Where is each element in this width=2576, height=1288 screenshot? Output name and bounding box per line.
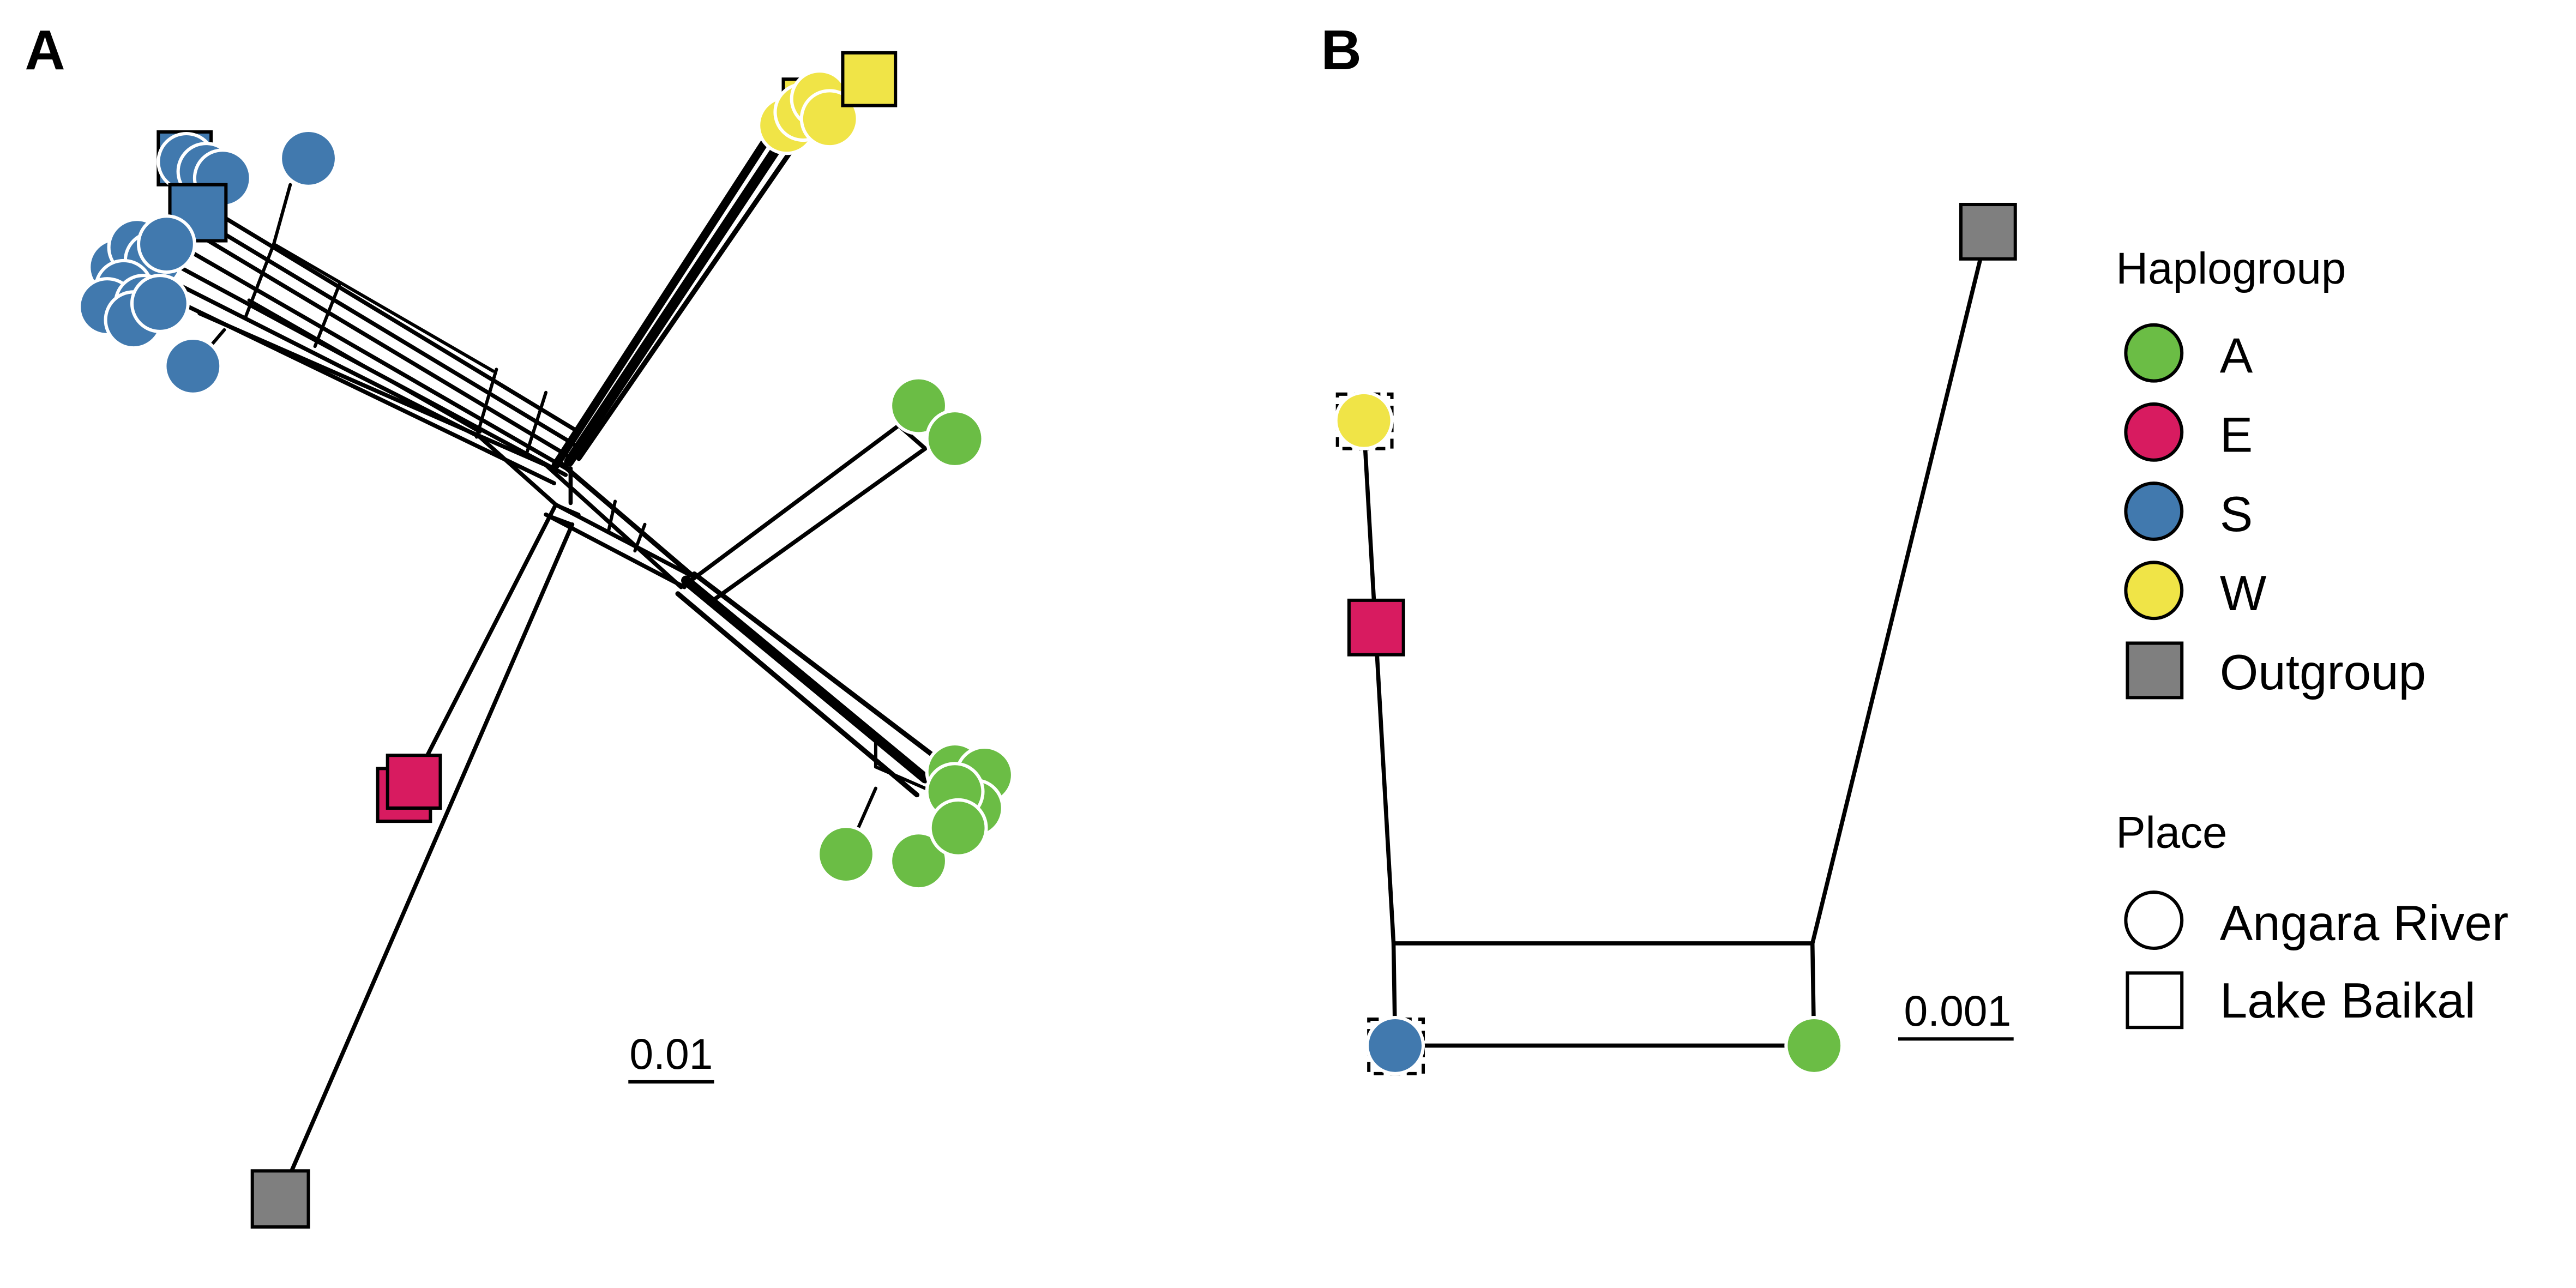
legend-item-a: A xyxy=(2124,323,2253,383)
panel-a-s-nodes xyxy=(77,128,338,396)
panel-b-edges xyxy=(1362,230,1989,1048)
legend-swatch-angara-river xyxy=(2124,890,2184,950)
legend-haplogroup-title: Haplogroup xyxy=(2116,244,2346,293)
legend-label-w: W xyxy=(2220,566,2267,621)
legend-label-a: A xyxy=(2220,328,2253,383)
legend-item-s: S xyxy=(2124,482,2253,542)
legend-item-outgroup: Outgroup xyxy=(2126,641,2426,700)
legend-haplogroup: Haplogroup A E S W Outgroup xyxy=(2116,244,2426,700)
legend-label-s: S xyxy=(2220,487,2253,542)
panel-a-w-nodes xyxy=(757,51,898,155)
legend-label-outgroup: Outgroup xyxy=(2220,645,2426,700)
panel-b: B 0.001 xyxy=(1321,19,2017,1075)
legend-label-lake-baikal: Lake Baikal xyxy=(2220,973,2476,1028)
panel-a-network-edges xyxy=(172,115,944,1203)
legend-place-title: Place xyxy=(2116,808,2227,858)
panel-a-scale-label: 0.01 xyxy=(629,1030,713,1078)
panel-a-a-nodes xyxy=(816,376,1014,891)
legend-place: Place Angara River Lake Baikal xyxy=(2116,808,2508,1030)
panel-a: A xyxy=(25,19,1014,1229)
panel-b-label: B xyxy=(1321,19,1361,81)
legend-label-e: E xyxy=(2220,408,2253,463)
panel-b-scale-label: 0.001 xyxy=(1904,987,2011,1035)
panel-a-outgroup-node xyxy=(250,1169,310,1229)
legend: Haplogroup A E S W Outgroup xyxy=(2116,244,2508,1030)
legend-label-angara-river: Angara River xyxy=(2220,896,2508,951)
legend-swatch-e xyxy=(2124,402,2184,462)
panel-a-e-nodes xyxy=(376,754,442,823)
panel-a-scale-bar: 0.01 xyxy=(628,1030,714,1084)
legend-item-e: E xyxy=(2124,402,2253,463)
legend-item-lake-baikal: Lake Baikal xyxy=(2126,971,2476,1030)
legend-swatch-w xyxy=(2124,561,2184,621)
legend-swatch-s xyxy=(2124,482,2184,541)
panel-a-label: A xyxy=(25,19,65,81)
legend-swatch-lake-baikal xyxy=(2126,971,2184,1030)
legend-swatch-a xyxy=(2124,323,2184,383)
panel-b-nodes xyxy=(1334,202,2017,1075)
legend-item-angara-river: Angara River xyxy=(2124,890,2508,951)
panel-b-scale-bar: 0.001 xyxy=(1898,987,2014,1041)
legend-swatch-outgroup xyxy=(2126,641,2184,700)
legend-item-w: W xyxy=(2124,561,2267,621)
